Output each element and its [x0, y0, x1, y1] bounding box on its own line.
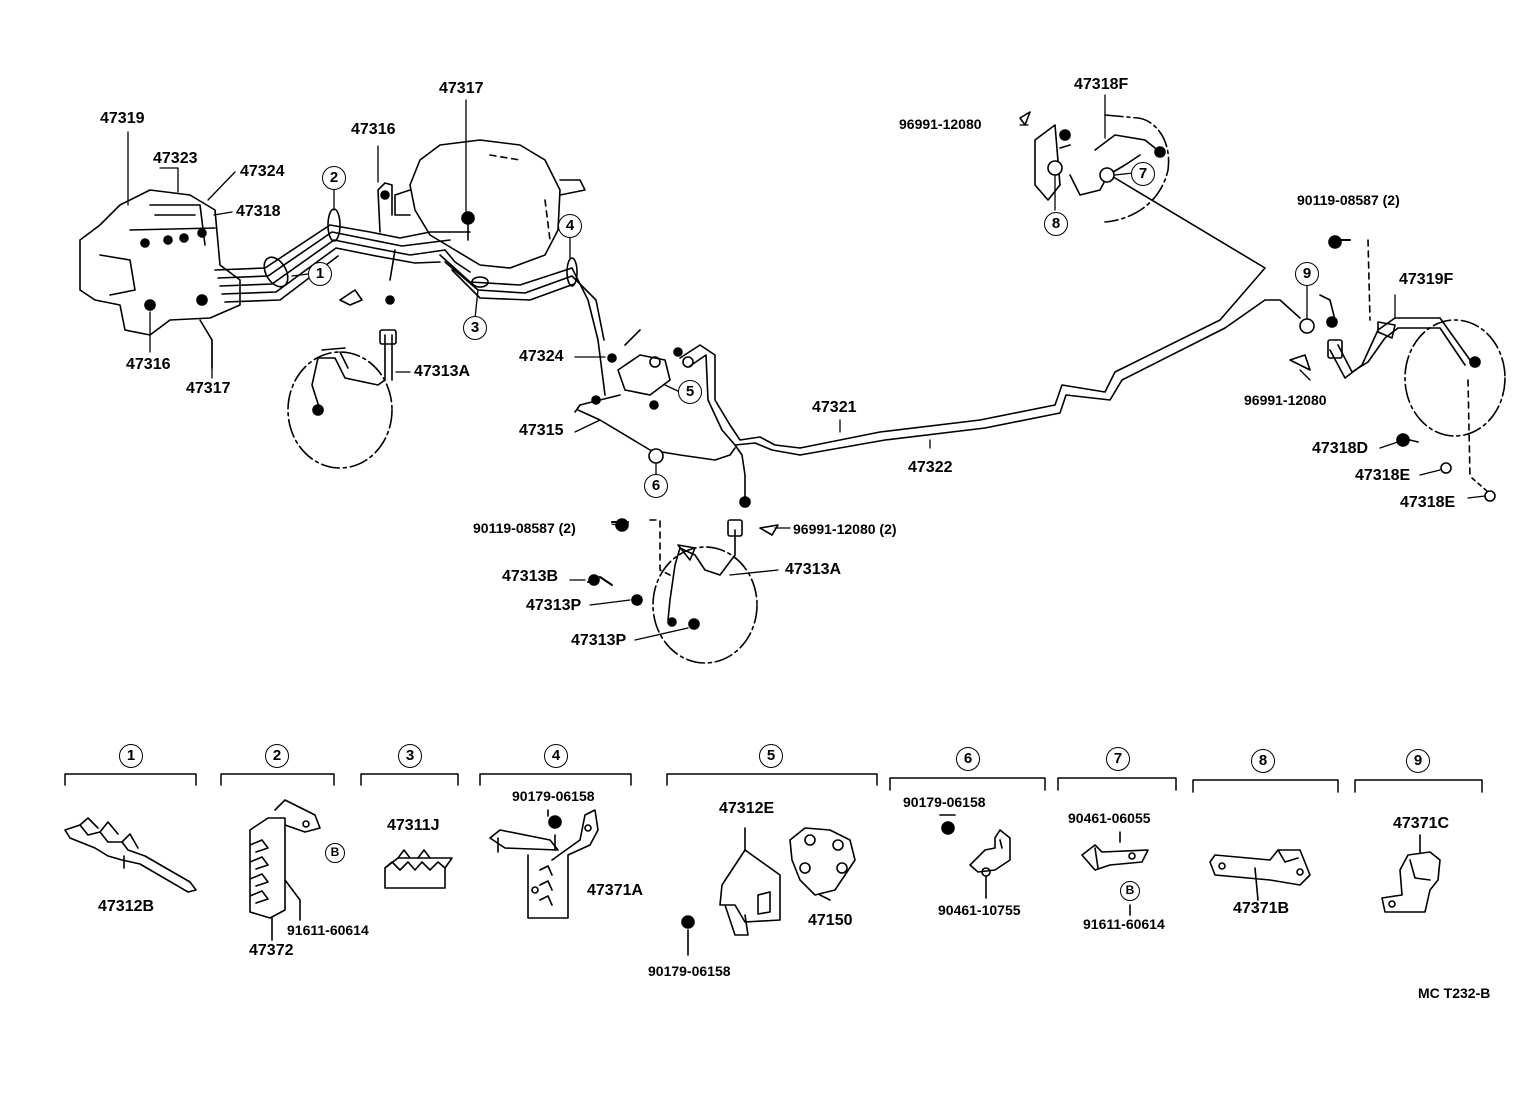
rear-tubes [799, 174, 1301, 456]
detail-header-1: 1 [119, 744, 143, 768]
part-label-90119-right: 90119-08587 (2) [1297, 192, 1400, 208]
detail-label-47312B: 47312B [98, 898, 155, 915]
front-tubes [339, 211, 606, 396]
detail-header-2: 2 [265, 744, 289, 768]
part-label-47318D: 47318D [1312, 440, 1369, 457]
callout-4: 4 [558, 214, 582, 238]
part-label-47322: 47322 [908, 459, 953, 476]
detail-brackets [64, 773, 1483, 793]
master-cylinder-assembly [79, 189, 241, 369]
detail-header-4: 4 [544, 744, 568, 768]
bolt-mark-b: B [1120, 881, 1140, 901]
rear-left-drum [1289, 235, 1506, 502]
callout-1: 1 [308, 262, 332, 286]
detail-header-7: 7 [1106, 747, 1130, 771]
detail-label-90461-10755: 90461-10755 [938, 902, 1021, 918]
callout-3: 3 [463, 316, 487, 340]
detail-5-valve [681, 827, 856, 956]
detail-label-90179-b: 90179-06158 [648, 963, 731, 979]
brake-booster [394, 139, 586, 269]
part-label-47318E-b: 47318E [1400, 494, 1456, 511]
part-label-47317-bottom: 47317 [186, 380, 231, 397]
detail-header-9: 9 [1406, 749, 1430, 773]
part-label-47318F: 47318F [1074, 76, 1129, 93]
detail-9-bracket [1381, 834, 1441, 913]
front-left-hose [287, 329, 397, 469]
part-label-47313P-b: 47313P [571, 632, 627, 649]
detail-label-90179-c: 90179-06158 [903, 794, 986, 810]
rear-right-drum [1019, 111, 1170, 223]
callout-8: 8 [1044, 212, 1068, 236]
part-label-47324-top: 47324 [240, 163, 285, 180]
part-label-47316-bottom: 47316 [126, 356, 171, 373]
part-label-47324-mid: 47324 [519, 348, 564, 365]
part-label-47318: 47318 [236, 203, 281, 220]
reference-code: MC T232-B [1418, 985, 1491, 1001]
detail-label-91611-b: 91611-60614 [1083, 916, 1165, 932]
detail-label-90179-a: 90179-06158 [512, 788, 595, 804]
detail-7-clamp [1081, 831, 1149, 916]
detail-label-47371A: 47371A [587, 882, 644, 899]
tube-47315 [574, 404, 751, 508]
callout-7: 7 [1131, 162, 1155, 186]
callout-9: 9 [1295, 262, 1319, 286]
part-label-47313A-mid: 47313A [785, 561, 842, 578]
callout-5: 5 [678, 380, 702, 404]
part-label-96991-top-right: 96991-12080 [899, 116, 982, 132]
part-label-47321: 47321 [812, 399, 857, 416]
detail-header-5: 5 [759, 744, 783, 768]
part-label-96991-right: 96991-12080 [1244, 392, 1327, 408]
callout-2: 2 [322, 166, 346, 190]
part-label-47313P-a: 47313P [526, 597, 582, 614]
tube-bundle [214, 182, 471, 303]
proportioning-valve [579, 329, 801, 456]
part-label-47315: 47315 [519, 422, 564, 439]
part-label-47319: 47319 [100, 110, 145, 127]
detail-label-91611-a: 91611-60614 [287, 922, 369, 938]
detail-label-47371B: 47371B [1233, 900, 1290, 917]
front-right-hose [587, 518, 779, 664]
callout-6: 6 [644, 474, 668, 498]
detail-2-clamp [249, 799, 321, 941]
detail-4-bracket [489, 809, 599, 919]
part-label-47316-top: 47316 [351, 121, 396, 138]
detail-label-47150: 47150 [808, 912, 853, 929]
detail-label-47312E: 47312E [719, 800, 775, 817]
detail-label-90461-06055: 90461-06055 [1068, 810, 1151, 826]
part-label-47319F: 47319F [1399, 271, 1454, 288]
detail-3-clamp [384, 849, 453, 889]
part-label-47318E-a: 47318E [1355, 467, 1411, 484]
part-label-47317-top: 47317 [439, 80, 484, 97]
bolt-mark-a: B [325, 843, 345, 863]
detail-1-clamp [64, 817, 197, 893]
part-label-90119-mid: 90119-08587 (2) [473, 520, 576, 536]
part-label-96991-mid: 96991-12080 (2) [793, 521, 897, 537]
detail-header-3: 3 [398, 744, 422, 768]
detail-label-47371C: 47371C [1393, 815, 1450, 832]
detail-label-47372: 47372 [249, 942, 294, 959]
part-label-47313B: 47313B [502, 568, 559, 585]
detail-8-bracket [1209, 849, 1311, 901]
part-label-47323: 47323 [153, 150, 198, 167]
detail-header-8: 8 [1251, 749, 1275, 773]
detail-6-bracket [939, 814, 1011, 899]
part-label-47313A-left: 47313A [414, 363, 471, 380]
detail-header-6: 6 [956, 747, 980, 771]
leader-lines [127, 94, 1486, 641]
detail-label-47311J: 47311J [387, 817, 440, 834]
